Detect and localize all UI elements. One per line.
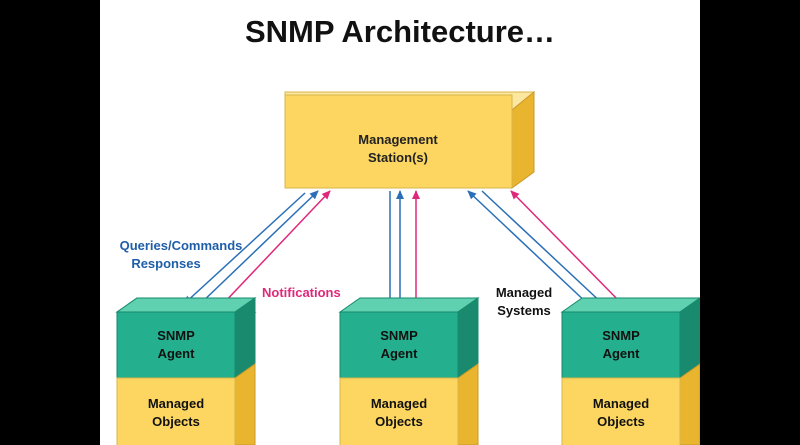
objects-2-line2: Objects — [375, 414, 423, 429]
query-arrow-right — [481, 190, 606, 307]
agent-2-line2: Agent — [381, 346, 419, 361]
snmp-agent-box-2 — [339, 311, 459, 379]
slide: SNMP Architecture… Management Station(s) — [100, 0, 700, 445]
arrows — [183, 190, 625, 308]
managed-systems-label-line2: Systems — [497, 303, 550, 318]
agent-1-line1: SNMP — [157, 328, 195, 343]
managed-system-3: SNMP Agent Managed Objects — [560, 297, 700, 445]
management-station-box: Management Station(s) — [284, 90, 536, 189]
response-arrow-right — [467, 190, 591, 307]
objects-3-line2: Objects — [597, 414, 645, 429]
agent-2-line1: SNMP — [380, 328, 418, 343]
slide-title: SNMP Architecture… — [244, 14, 556, 49]
query-arrow-left — [183, 192, 306, 305]
response-arrow-left — [197, 190, 319, 307]
objects-3-line1: Managed — [593, 396, 649, 411]
managed-objects-box-3 — [561, 377, 681, 445]
objects-1-line1: Managed — [148, 396, 204, 411]
objects-1-line2: Objects — [152, 414, 200, 429]
station-label-line2: Station(s) — [368, 150, 428, 165]
agent-3-line1: SNMP — [602, 328, 640, 343]
managed-objects-box-1 — [116, 377, 236, 445]
managed-systems-label-line1: Managed — [496, 285, 552, 300]
queries-commands-label: Queries/Commands — [120, 238, 243, 253]
managed-system-2: SNMP Agent Managed Objects — [338, 297, 480, 445]
notification-arrow-right — [510, 190, 625, 307]
snmp-architecture-diagram: Management Station(s) Queries/Commands R… — [115, 90, 700, 445]
agent-3-line2: Agent — [603, 346, 641, 361]
agent-1-line2: Agent — [158, 346, 196, 361]
responses-label: Responses — [131, 256, 200, 271]
notifications-label: Notifications — [262, 285, 341, 300]
managed-system-1: SNMP Agent Managed Objects — [115, 297, 257, 445]
managed-objects-box-2 — [339, 377, 459, 445]
snmp-agent-box-1 — [116, 311, 236, 379]
objects-2-line1: Managed — [371, 396, 427, 411]
notification-arrow-left — [220, 190, 331, 307]
snmp-agent-box-3 — [561, 311, 681, 379]
station-label-line1: Management — [358, 132, 438, 147]
